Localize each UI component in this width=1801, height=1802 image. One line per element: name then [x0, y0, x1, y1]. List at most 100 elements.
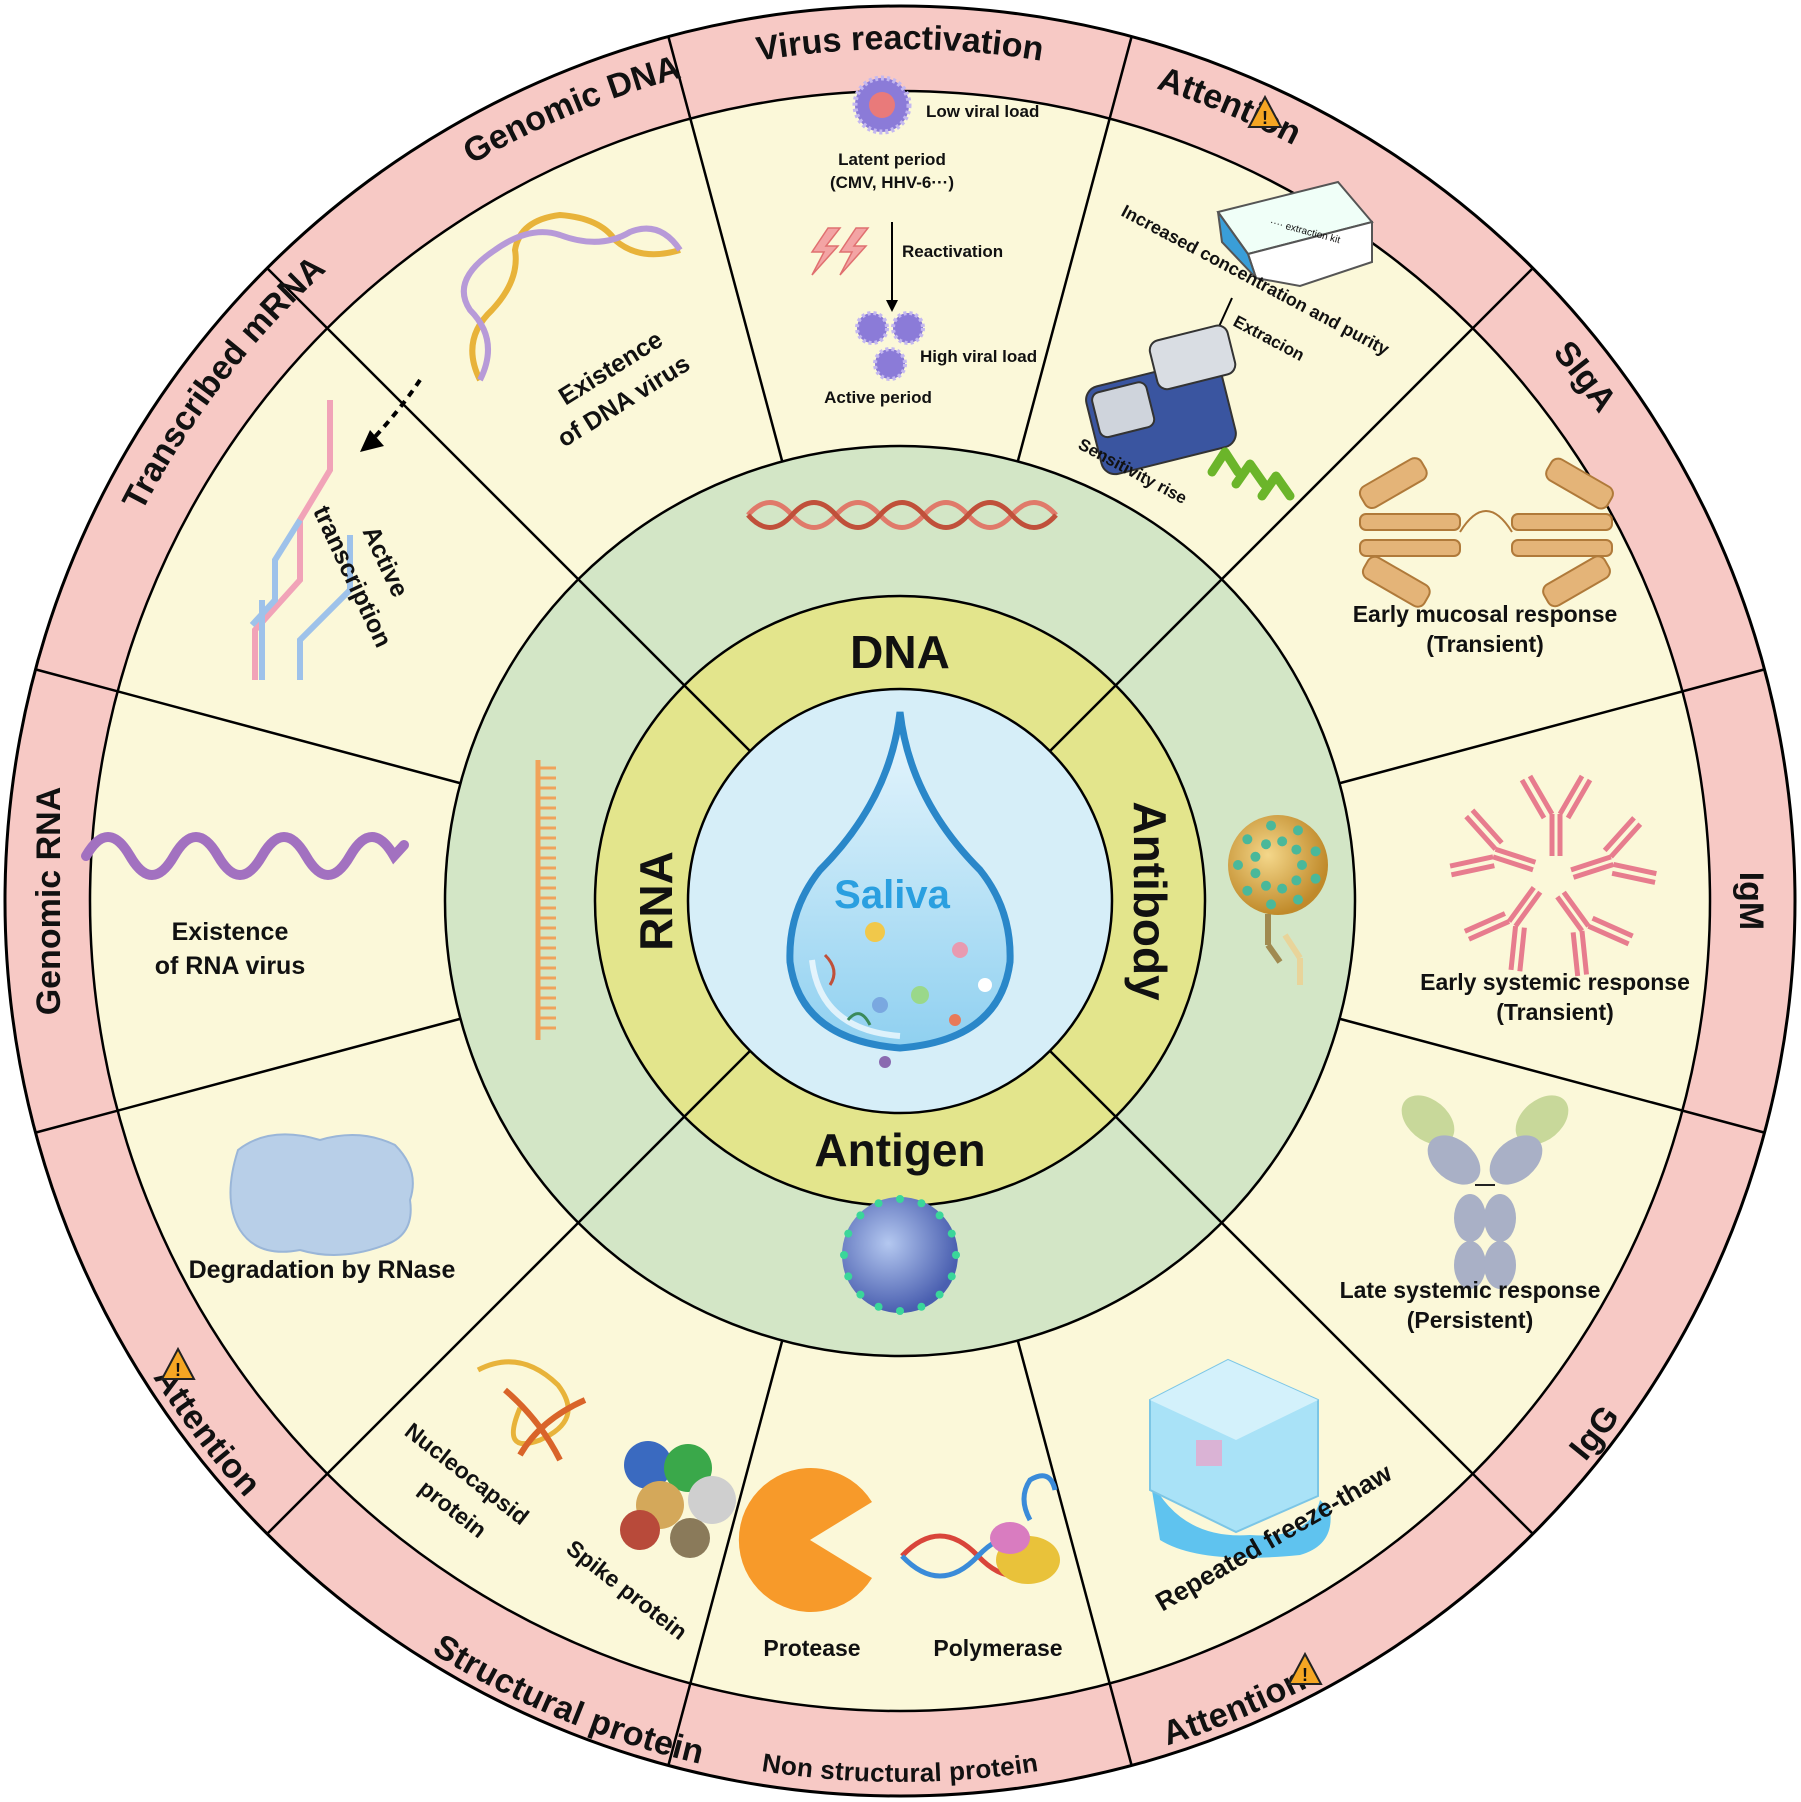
- segment-attention-rnase: Degradation by RNase: [189, 1133, 455, 1284]
- dna-helix-icon: [460, 211, 683, 382]
- igg-line1: Late systemic response: [1340, 1277, 1601, 1303]
- transcription-icon: [249, 400, 353, 680]
- inner-divider: [1049, 1050, 1117, 1118]
- virus-spike: [874, 1199, 883, 1208]
- segment-igm: Early systemic response (Transient): [1420, 774, 1690, 1025]
- segment-non-structural: Protease Polymerase: [738, 1468, 1063, 1661]
- virus-dot: [1242, 834, 1253, 845]
- segment-divider: [667, 1340, 784, 1766]
- virus-spike: [935, 1290, 944, 1299]
- segment-igg: Late systemic response (Persistent): [1340, 1095, 1601, 1333]
- middle-ring-dividers: [577, 578, 1223, 1224]
- segment-divider: [1339, 1017, 1765, 1134]
- virus-spike: [844, 1272, 853, 1281]
- inner-label-rna: RNA: [630, 851, 682, 951]
- svg-text:!: !: [1302, 1665, 1308, 1685]
- virus-spike: [947, 1272, 956, 1281]
- reactivation-label: Reactivation: [902, 242, 1003, 261]
- active-period-label: Active period: [824, 388, 932, 407]
- virus-spike: [935, 1211, 944, 1220]
- virus-spike: [896, 1307, 904, 1315]
- genomic-rna-line1: Existence: [172, 918, 289, 946]
- virus-dot: [1266, 820, 1277, 831]
- nucleocapsid-icon: [476, 1359, 587, 1462]
- middle-divider: [1114, 578, 1223, 687]
- segment-dividers: [35, 36, 1765, 1766]
- lightning-icon: [810, 227, 870, 276]
- polymerase-icon: [900, 1473, 1060, 1584]
- virus-icon: [855, 311, 925, 381]
- virus-dot: [1291, 844, 1302, 855]
- igm-arm: [1463, 886, 1543, 972]
- rna-strand-icon: [81, 832, 409, 880]
- high-viral-load-label: High viral load: [920, 347, 1037, 366]
- virus-spike: [917, 1199, 926, 1208]
- rna-ladder-icon: [535, 760, 556, 1040]
- virus-spike: [844, 1229, 853, 1238]
- virus-dot: [1310, 873, 1321, 884]
- igm-arm: [1555, 890, 1634, 977]
- center-label-saliva: Saliva: [834, 873, 950, 917]
- virus-spike: [896, 1195, 904, 1203]
- spike-protein-icon: [620, 1441, 736, 1558]
- outer-label-igm: IgM: [1732, 872, 1770, 931]
- segment-virus-reactivation: Low viral load Latent period (CMV, HHV-6…: [810, 75, 1039, 407]
- middle-divider: [1114, 1115, 1223, 1224]
- virus-dot: [1297, 860, 1307, 870]
- igg-line2: (Persistent): [1407, 1307, 1534, 1333]
- segment-divider: [667, 36, 784, 462]
- virus-dot: [1277, 883, 1288, 894]
- segment-genomic-rna: Existence of RNA virus: [81, 832, 409, 980]
- virus-dot: [1266, 899, 1277, 910]
- virus-spike: [952, 1251, 960, 1259]
- igm-arm: [1570, 816, 1657, 885]
- virus-particle-icon: [840, 1195, 960, 1315]
- igm-pentamer-icon: [1449, 774, 1657, 977]
- virus-dot: [1242, 885, 1253, 896]
- middle-divider: [577, 1115, 686, 1224]
- virus-dot: [1250, 851, 1261, 862]
- segment-divider: [1016, 36, 1133, 462]
- segment-siga: Early mucosal response (Transient): [1353, 457, 1618, 657]
- inner-label-antigen: Antigen: [814, 1124, 985, 1176]
- warning-icon: !: [160, 1346, 196, 1380]
- inner-divider: [683, 1050, 751, 1118]
- low-viral-load-label: Low viral load: [926, 102, 1039, 121]
- sensitivity-arrows-icon: [1207, 447, 1295, 501]
- virus-dot: [1277, 836, 1288, 847]
- protease-icon: [738, 1468, 872, 1612]
- protease-label: Protease: [763, 1635, 860, 1661]
- segment-divider: [1220, 1221, 1534, 1535]
- svg-text:!: !: [1262, 108, 1268, 128]
- dashed-arrow: [370, 378, 422, 442]
- inner-label-antibody: Antibody: [1124, 801, 1176, 1001]
- virus-antibody-icon: [1228, 815, 1328, 985]
- virus-spike: [840, 1251, 848, 1259]
- warning-icon: !: [1247, 94, 1283, 128]
- inner-divider: [683, 684, 751, 752]
- centrifuge-icon: [1085, 324, 1237, 476]
- virus-dot: [1291, 875, 1302, 886]
- segment-divider: [266, 1221, 580, 1535]
- latent-period-label: Latent period: [838, 150, 946, 169]
- genomic-rna-line2: of RNA virus: [155, 952, 305, 980]
- virus-spike: [947, 1229, 956, 1238]
- virus-spike: [856, 1290, 865, 1299]
- segment-divider: [1016, 1340, 1133, 1766]
- segment-divider: [1339, 668, 1765, 785]
- virus-dot: [1261, 839, 1271, 850]
- latent-examples-label: (CMV, HHV-6···): [830, 173, 954, 192]
- virus-dot: [1250, 868, 1261, 879]
- virus-icon: [852, 75, 912, 135]
- segment-divider: [35, 1017, 461, 1134]
- inner-label-dna: DNA: [850, 626, 950, 678]
- dna-double-helix-icon: [746, 500, 1058, 530]
- polymerase-label: Polymerase: [933, 1635, 1062, 1661]
- melting-ice-icon: [1149, 1358, 1331, 1558]
- extraction-kit-icon: ···· extraction kit: [1216, 180, 1374, 288]
- siga-line1: Early mucosal response: [1353, 601, 1618, 627]
- virus-dot: [1293, 894, 1303, 905]
- igm-arm: [1449, 808, 1537, 878]
- segment-divider: [1220, 267, 1534, 581]
